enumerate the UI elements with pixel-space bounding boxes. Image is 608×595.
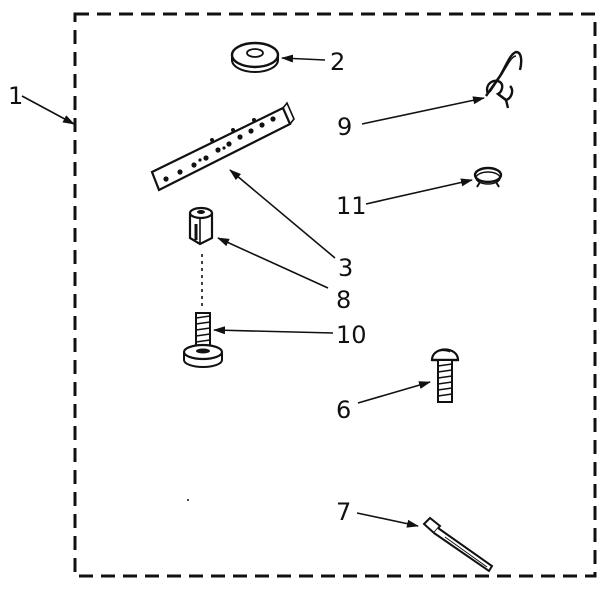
callout-7-leader (356, 512, 419, 528)
callout-9-label: 9 (337, 113, 352, 141)
perforated-bracket-icon (150, 101, 295, 192)
callout-11: 11 (336, 178, 473, 220)
hook-clip-icon (485, 50, 523, 109)
callout-8-leader (217, 237, 329, 289)
callout-1: 1 (8, 82, 75, 125)
cable-tie-icon (422, 516, 494, 573)
leveling-screw-icon (182, 312, 224, 368)
callout-10: 10 (213, 321, 367, 349)
callout-8-label: 8 (336, 286, 351, 314)
kit-boundary (73, 12, 597, 578)
callout-1-leader (21, 95, 75, 125)
callout-10-leader (213, 326, 334, 335)
callout-9: 9 (337, 96, 485, 141)
hex-spacer-icon (188, 206, 214, 246)
callout-1-label: 1 (8, 82, 23, 110)
callout-3-leader (229, 169, 336, 259)
callout-2-label: 2 (330, 48, 345, 76)
callout-11-label: 11 (336, 192, 367, 220)
callout-6-label: 6 (336, 396, 351, 424)
callout-6-leader (357, 381, 431, 404)
callout-6: 6 (336, 381, 431, 424)
callout-7: 7 (336, 498, 419, 528)
callout-3-label: 3 (338, 254, 353, 282)
callout-10-label: 10 (336, 321, 367, 349)
callout-8: 8 (217, 237, 351, 314)
callout-9-leader (361, 96, 485, 125)
callout-2: 2 (281, 48, 345, 76)
snap-ring-icon (473, 166, 503, 188)
callout-7-label: 7 (336, 498, 351, 526)
callout-11-leader (365, 178, 473, 205)
callout-2-leader (281, 54, 326, 63)
stray-dot (187, 499, 189, 501)
washer-icon (230, 41, 280, 73)
bolt-icon (430, 348, 460, 403)
callout-3: 3 (229, 169, 353, 282)
